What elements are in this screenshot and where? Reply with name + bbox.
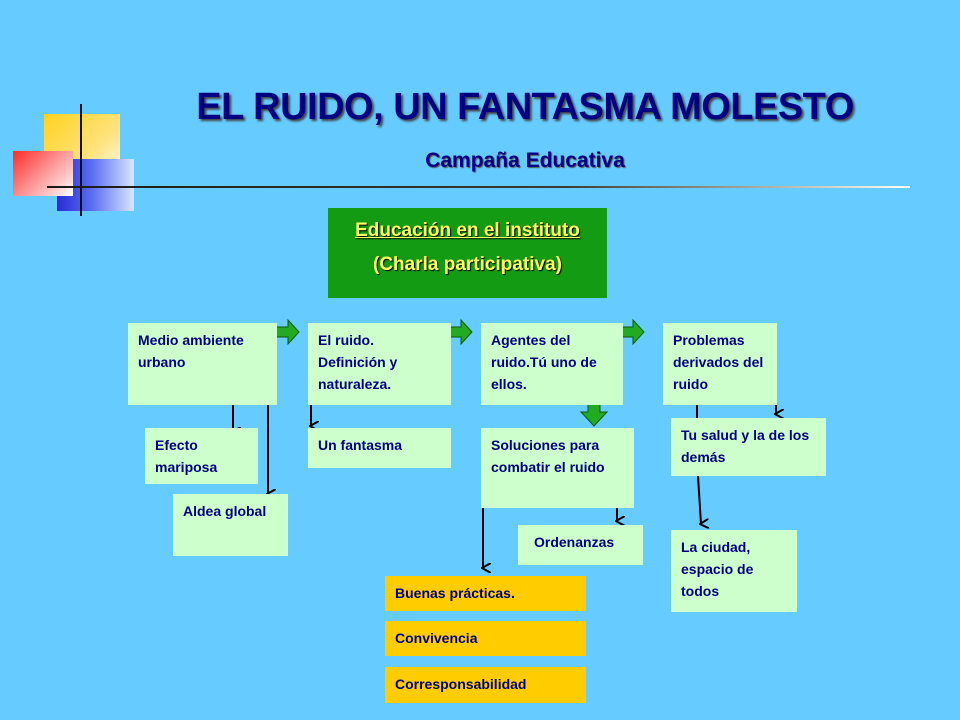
central-node-line1: Educación en el instituto xyxy=(355,220,580,241)
subtopic-un-fantasma: Un fantasma xyxy=(308,428,451,468)
central-node-line2: (Charla participativa) xyxy=(373,254,562,275)
header-underline xyxy=(47,186,910,188)
page-subtitle: Campaña Educativa xyxy=(425,149,625,172)
page-title: EL RUIDO, UN FANTASMA MOLESTO xyxy=(196,86,854,128)
arrow-to-ciudad xyxy=(697,475,701,524)
logo-red-square xyxy=(13,151,73,196)
central-node: Educación en el instituto (Charla partic… xyxy=(328,208,607,298)
subtopic-soluciones: Soluciones para combatir el ruido xyxy=(481,428,634,508)
logo-vertical-line xyxy=(80,104,82,216)
topic-el-ruido: El ruido. Definición y naturaleza. xyxy=(308,323,451,405)
subtopic-aldea-global: Aldea global xyxy=(173,494,288,556)
practice-buenas-practicas: Buenas prácticas. xyxy=(385,576,586,611)
topic-problemas: Problemas derivados del ruido xyxy=(663,323,777,405)
topic-agentes: Agentes del ruido.Tú uno de ellos. xyxy=(481,323,623,405)
subtopic-ordenanzas: Ordenanzas xyxy=(518,525,643,565)
topic-medio-ambiente: Medio ambiente urbano xyxy=(128,323,277,405)
subtopic-efecto-mariposa: Efecto mariposa xyxy=(145,428,258,484)
practice-corresponsabilidad: Corresponsabilidad xyxy=(385,667,586,703)
subtopic-tu-salud: Tu salud y la de los demás xyxy=(671,418,826,476)
practice-convivencia: Convivencia xyxy=(385,621,586,656)
subtopic-la-ciudad: La ciudad, espacio de todos xyxy=(671,530,797,612)
